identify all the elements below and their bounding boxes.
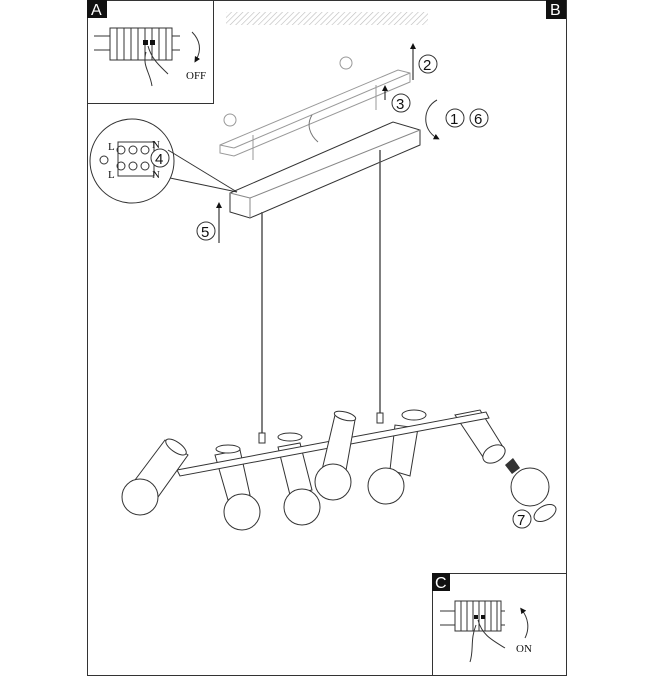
panel-c-tag [432,573,450,591]
svg-text:1: 1 [450,111,458,128]
terminal-l-bottom: L [108,169,115,181]
ceiling-hatch [226,12,428,25]
panel-b-tag [546,0,566,19]
svg-text:4: 4 [155,151,163,168]
spotlight [367,409,427,505]
step-3: 3 [382,85,411,113]
spotlight [121,438,189,516]
page-frame [87,0,567,676]
rotate-down-arrow-icon [191,31,201,63]
panel-a-tag [87,0,107,18]
panel-a-label: A [91,2,102,19]
step-2: 2 [410,43,438,80]
step-5: 5 [196,202,222,243]
rotate-arrow-icon [425,99,440,140]
off-label: OFF [186,70,206,82]
hand-icon [144,45,169,87]
step-1: 1 [445,108,465,128]
terminal-block-detail: L N L N [89,118,238,204]
step-4: 4 [150,148,170,168]
breaker-panel-icon [440,600,505,632]
light-bulb [505,458,550,507]
panel-c-label: C [435,575,447,592]
ceiling-canopy [229,121,421,219]
rotate-up-arrow-icon [520,607,529,639]
ground-icon [99,155,109,165]
wall-plug-icon [223,113,237,127]
panel-b-label: B [550,2,561,19]
svg-text:6: 6 [474,111,482,128]
svg-text:2: 2 [423,57,431,74]
hand-icon [469,619,506,663]
svg-text:3: 3 [396,96,404,113]
terminal-l-top: L [108,141,115,153]
spotlight [314,410,357,501]
svg-text:7: 7 [517,512,525,529]
panel-c: C ON [432,573,567,676]
on-label: ON [516,643,532,655]
wall-plug-icon [339,56,353,70]
terminal-n-bottom: N [152,169,160,181]
panel-a: A OFF [87,0,214,104]
mounting-bracket [219,56,411,160]
step-7: 7 [512,503,557,529]
breaker-panel-icon [94,27,180,61]
terminal-n-top: N [152,139,160,151]
svg-text:5: 5 [201,224,209,241]
step-6: 6 [469,108,489,128]
